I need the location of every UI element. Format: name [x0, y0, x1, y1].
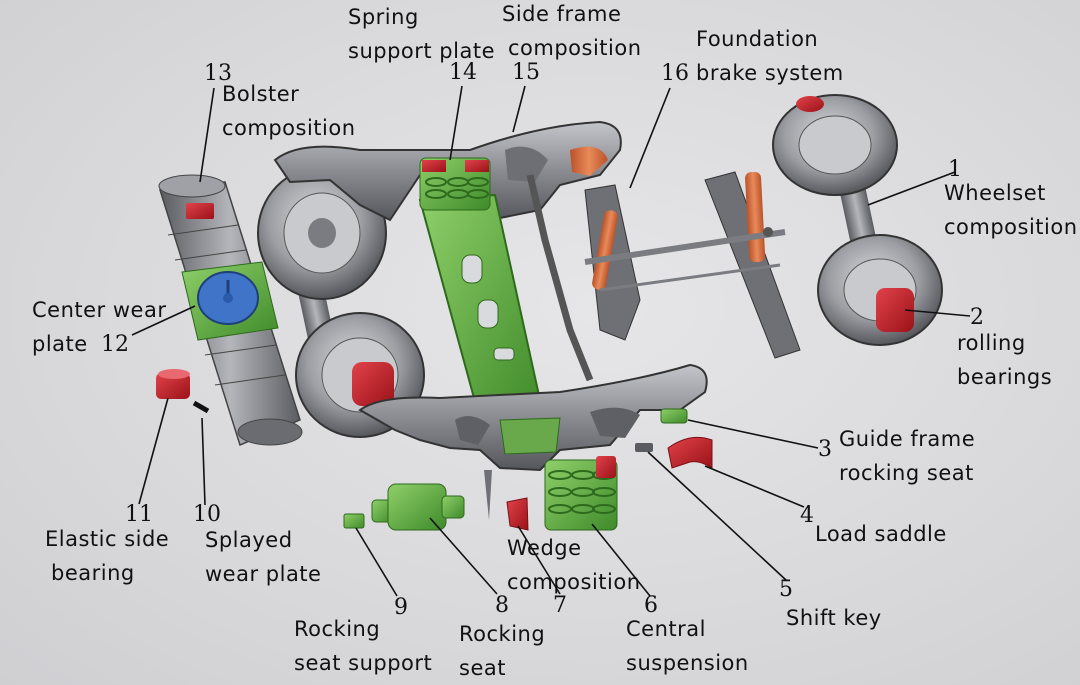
part-number-5: 5: [779, 577, 793, 602]
side-frame-bottom: [358, 363, 708, 472]
part-number-8: 8: [495, 593, 509, 618]
splayed-wear-plate: [192, 400, 210, 414]
spring-support-plate: [419, 157, 491, 211]
part-number-1: 1: [948, 157, 962, 182]
part-number-11: 11: [125, 502, 153, 527]
label-shift-key: Shift key: [786, 606, 882, 630]
central-suspension: [544, 456, 618, 531]
part-number-4: 4: [800, 503, 814, 528]
brake-rod: [526, 174, 594, 382]
part-number-7: 7: [553, 593, 567, 618]
part-number-9: 9: [394, 595, 408, 620]
rocking-seat: [371, 483, 465, 531]
label-load-saddle: Load saddle: [815, 522, 947, 546]
part-number-12: 12: [101, 332, 129, 357]
wheelset-right: [772, 94, 943, 346]
part-number-13: 13: [204, 61, 232, 86]
guide-frame-rocking-seat: [660, 408, 688, 424]
load-saddle: [667, 436, 713, 469]
part-number-16: 16: [661, 61, 689, 86]
rocking-seat-support: [343, 513, 365, 529]
elastic-side-bearing: [156, 369, 190, 399]
bolster-composition: [158, 174, 303, 447]
wedge-composition: [506, 497, 529, 531]
spring-plank: [418, 193, 542, 422]
part-number-3: 3: [818, 437, 832, 462]
leader-lines: [131, 85, 971, 597]
wedge-pin: [484, 470, 492, 520]
part-number-2: 2: [970, 305, 984, 330]
part-number-14: 14: [449, 60, 477, 85]
part-number-10: 10: [193, 502, 221, 527]
part-number-6: 6: [644, 593, 658, 618]
shift-key: [635, 443, 653, 452]
foundation-brake-system: [584, 171, 801, 359]
part-number-15: 15: [512, 60, 540, 85]
